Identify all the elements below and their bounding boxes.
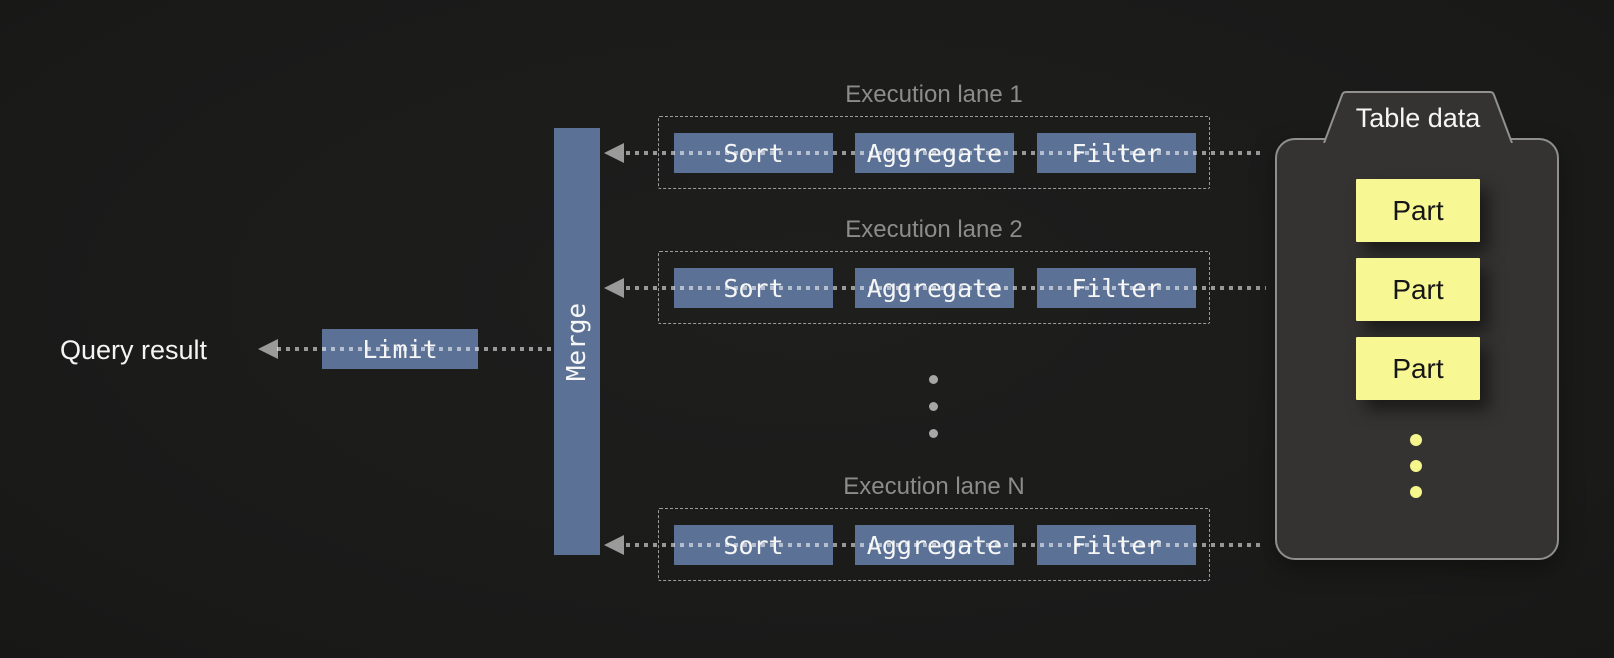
lane-1-flow-line bbox=[626, 151, 1262, 155]
parts-ellipsis-dot-3 bbox=[1410, 486, 1422, 498]
merge-bar: Merge bbox=[554, 128, 600, 555]
limit-flow-line bbox=[277, 347, 554, 351]
part-box-2: Part bbox=[1356, 258, 1480, 321]
query-result-label: Query result bbox=[60, 335, 208, 365]
lanes-ellipsis-dot-2 bbox=[929, 402, 938, 411]
table-data-title: Table data bbox=[1355, 103, 1481, 133]
part-box-1-label: Part bbox=[1392, 194, 1444, 226]
lane-2-arrowhead-icon bbox=[604, 278, 624, 298]
lane-n-flow-line bbox=[626, 543, 1260, 547]
lanes-ellipsis-dot-1 bbox=[929, 375, 938, 384]
lane-n-label: Execution lane N bbox=[843, 473, 1025, 500]
lane-2-flow-line bbox=[626, 286, 1266, 290]
lane-1-label: Execution lane 1 bbox=[845, 81, 1023, 108]
parts-ellipsis-dot-1 bbox=[1410, 434, 1422, 446]
parts-ellipsis-dot-2 bbox=[1410, 460, 1422, 472]
part-box-3: Part bbox=[1356, 337, 1480, 400]
lane-2-label: Execution lane 2 bbox=[845, 216, 1023, 243]
lanes-ellipsis-dot-3 bbox=[929, 429, 938, 438]
part-box-2-label: Part bbox=[1392, 273, 1444, 305]
lane-n-arrowhead-icon bbox=[604, 535, 624, 555]
merge-bar-label: Merge bbox=[562, 302, 592, 381]
lane-1-arrowhead-icon bbox=[604, 143, 624, 163]
part-box-3-label: Part bbox=[1392, 352, 1444, 384]
limit-arrowhead-icon bbox=[258, 339, 278, 359]
part-box-1: Part bbox=[1356, 179, 1480, 242]
table-data-tab bbox=[1323, 91, 1513, 143]
